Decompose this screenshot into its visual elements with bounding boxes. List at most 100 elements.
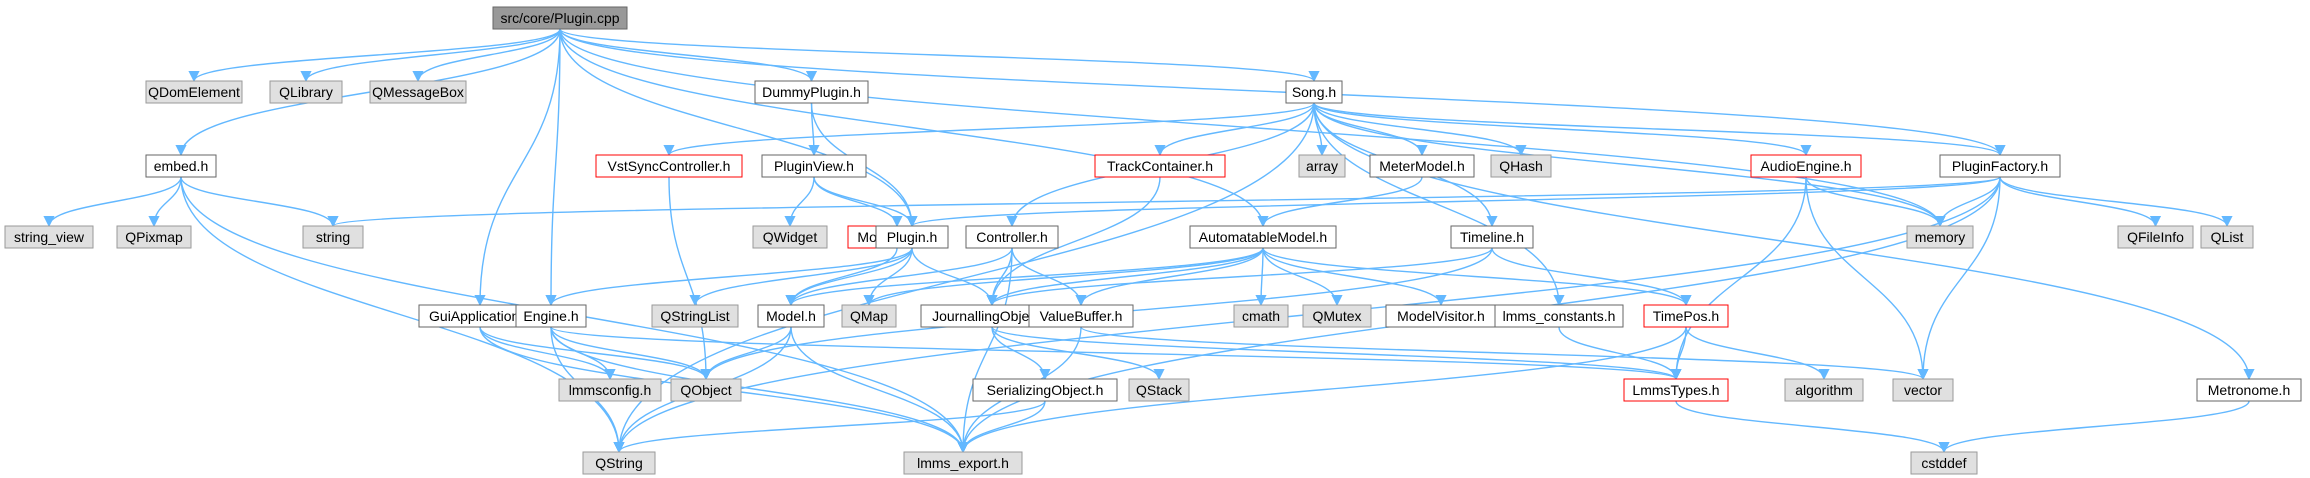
node-modelvisitor-h[interactable]: ModelVisitor.h [1385,304,1497,328]
node-box [369,80,467,104]
node-box [1189,225,1337,249]
node-guiapplication-h[interactable]: GuiApplication.h [418,304,542,328]
node-qlist: QList [2200,225,2254,249]
edge-song_h-to-metronome_h [1313,102,2255,381]
node-box [4,225,94,249]
node-box [1939,154,2061,178]
node-label: ModelVisitor.h [1397,308,1485,324]
node-label: GuiApplication.h [429,308,531,324]
edge-plugin_cpp-to-pluginfactory_h [559,28,2006,157]
node-journallingobject-h[interactable]: JournallingObject.h [920,304,1064,328]
node-box [670,378,742,402]
edge-plugin_cpp-to-plugin_h [559,28,918,228]
edge-pluginfactory_h-to-memory [1934,176,2001,228]
node-vector: vector [1892,378,1954,402]
node-timepos-h[interactable]: TimePos.h [1643,304,1729,328]
node-label: QDomElement [148,84,240,100]
node-qmutex: QMutex [1302,304,1372,328]
edge-valuebuffer_h-to-vector [1080,326,1929,381]
edge-metermodel_h-to-automatablemodel_h [1257,176,1423,228]
node-label: DummyPlugin.h [762,84,861,100]
edge-automatablemodel_h-to-qmap [863,247,1264,307]
edge-plugin_cpp-to-qmessagebox [412,28,561,83]
node-qlibrary: QLibrary [269,80,343,104]
node-box [1750,154,1862,178]
node-box [302,225,364,249]
node-box [1892,378,1954,402]
node-valuebuffer-h[interactable]: ValueBuffer.h [1028,304,1134,328]
node-metermodel-h[interactable]: MeterModel.h [1369,154,1475,178]
edge-audioengine_h-to-lmmstypes_h [1670,176,1807,381]
node-label: memory [1915,229,1966,245]
node-box [965,225,1059,249]
edge-audioengine_h-to-memory [1805,176,1946,228]
node-box [903,451,1023,475]
node-dummyplugin-h[interactable]: DummyPlugin.h [754,80,869,104]
node-label: Model.h [766,308,816,324]
node-box [558,378,662,402]
edge-embed_h-to-string [180,176,339,228]
node-box [1094,154,1226,178]
node-pluginview-h[interactable]: PluginView.h [761,154,867,178]
edge-timepos_h-to-lmms_export_h [957,326,1687,454]
node-qhash: QHash [1490,154,1552,178]
edge-pluginfactory_h-to-string [328,176,2001,228]
node-algorithm: algorithm [1784,378,1864,402]
node-box [1298,154,1346,178]
node-plugin-h[interactable]: Plugin.h [875,225,949,249]
edge-plugin_h-to-engine_h [545,247,913,307]
edge-song_h-to-vstsync_h [663,102,1315,157]
node-song-h[interactable]: Song.h [1285,80,1343,104]
node-automatablemodel-h[interactable]: AutomatableModel.h [1189,225,1337,249]
node-plugin-cpp[interactable]: src/core/Plugin.cpp [492,6,628,30]
edge-model_h-to-lmms_export_h [790,326,969,454]
node-model-h[interactable]: Model.h [757,304,825,328]
node-box [1285,80,1343,104]
edge-automatablemodel_h-to-model_h [785,247,1264,307]
node-box [1784,378,1864,402]
edge-guiapplication_h-to-qobject [479,326,712,381]
node-label: QStack [1136,382,1183,398]
node-metronome-h[interactable]: Metronome.h [2196,378,2302,402]
node-controller-h[interactable]: Controller.h [965,225,1059,249]
edge-plugin_cpp-to-automatablemodel_h [559,28,1269,228]
node-box [1028,304,1134,328]
node-lmms-constants-h[interactable]: lmms_constants.h [1494,304,1624,328]
node-engine-h[interactable]: Engine.h [515,304,587,328]
node-label: vector [1904,382,1942,398]
edge-vstsync_h-to-qobject [668,176,712,381]
node-box [972,378,1118,402]
edge-timeline_h-to-timepos_h [1491,247,1692,307]
node-vstsync-h[interactable]: VstSyncController.h [595,154,743,178]
node-trackcontainer-h[interactable]: TrackContainer.h [1094,154,1226,178]
node-label: QFileInfo [2127,229,2184,245]
node-pluginfactory-h[interactable]: PluginFactory.h [1939,154,2061,178]
node-embed-h[interactable]: embed.h [145,154,217,178]
node-lmmstypes-h[interactable]: LmmsTypes.h [1623,378,1729,402]
node-label: Song.h [1292,84,1336,100]
node-memory: memory [1906,225,1974,249]
edge-pluginview_h-to-plugin_h [813,176,918,228]
edge-automatablemodel_h-to-modelvisitor_h [1262,247,1447,307]
node-timeline-h[interactable]: Timeline.h [1450,225,1534,249]
node-label: AutomatableModel.h [1199,229,1327,245]
edge-plugin_cpp-to-qlibrary [300,28,561,83]
node-box [116,225,192,249]
edge-journallingobject_h-to-lmmstypes_h [991,326,1682,381]
edge-lmmstypes_h-to-cstddef [1675,400,1950,454]
node-serializingobject-h[interactable]: SerializingObject.h [972,378,1118,402]
node-label: algorithm [1795,382,1853,398]
node-box [841,304,897,328]
edge-plugin_cpp-to-engine_h [545,28,561,307]
edge-model_h-to-qobject [700,326,792,381]
edge-pluginview_h-to-modelview_h [813,176,903,228]
node-box [1643,304,1729,328]
node-box [754,80,869,104]
edge-automatablemodel_h-to-valuebuffer_h [1075,247,1264,307]
node-label: VstSyncController.h [608,158,731,174]
node-label: QStringList [660,308,729,324]
node-audioengine-h[interactable]: AudioEngine.h [1750,154,1862,178]
node-label: JournallingObject.h [932,308,1052,324]
node-box [875,225,949,249]
